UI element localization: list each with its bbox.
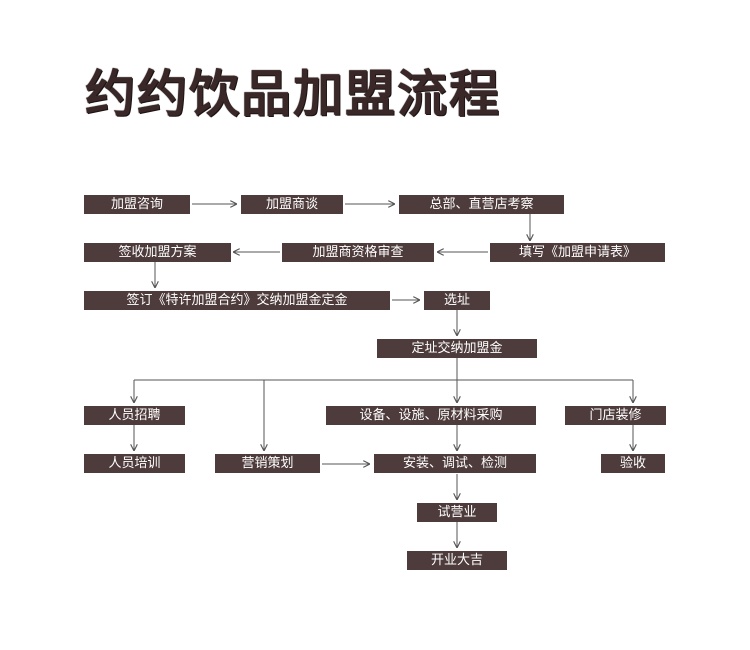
step-sign-contract: 签订《特许加盟合约》交纳加盟金定金 — [84, 291, 390, 310]
step-site-select: 选址 — [424, 291, 490, 310]
step-opening: 开业大吉 — [407, 551, 507, 570]
step-marketing: 营销策划 — [215, 454, 320, 473]
step-acceptance: 验收 — [601, 454, 665, 473]
step-sign-plan: 签收加盟方案 — [84, 243, 231, 262]
step-recruit: 人员招聘 — [84, 406, 185, 425]
step-negotiate: 加盟商谈 — [241, 195, 343, 214]
step-apply-form: 填写《加盟申请表》 — [490, 243, 665, 262]
step-renovation: 门店装修 — [565, 406, 666, 425]
step-qualify-review: 加盟商资格审查 — [282, 243, 434, 262]
page-title: 约约饮品加盟流程 — [85, 65, 501, 123]
step-inspect: 总部、直营店考察 — [399, 195, 564, 214]
step-trial: 试营业 — [417, 503, 497, 522]
step-consult: 加盟咨询 — [84, 195, 190, 214]
step-training: 人员培训 — [84, 454, 185, 473]
step-site-fee: 定址交纳加盟金 — [377, 339, 537, 358]
step-procurement: 设备、设施、原材料采购 — [326, 406, 536, 425]
step-install: 安装、调试、检测 — [374, 454, 536, 473]
